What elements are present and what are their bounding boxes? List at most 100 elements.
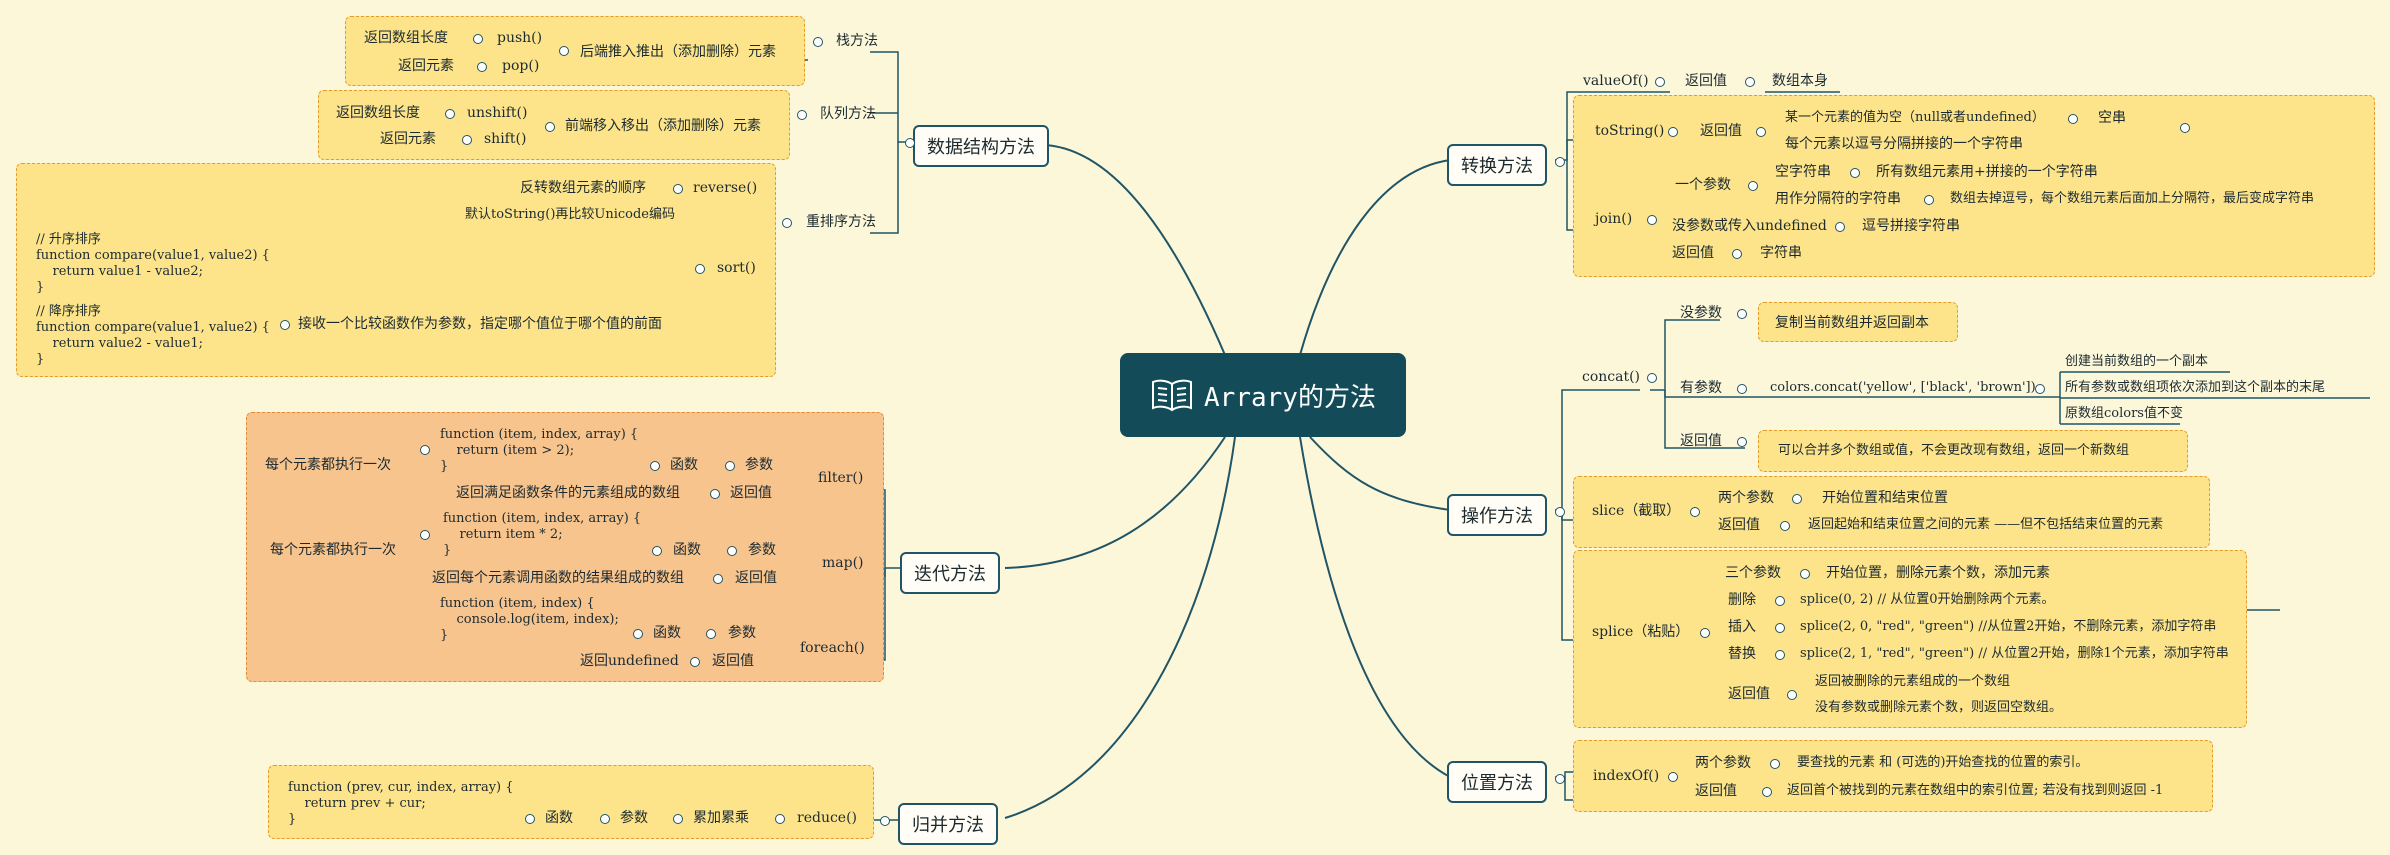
concat-no-param: 没参数 bbox=[1680, 305, 1722, 321]
branch-iteration[interactable]: 迭代方法 bbox=[900, 552, 1000, 594]
connector-dot bbox=[1770, 759, 1780, 769]
connector-dot bbox=[1737, 384, 1747, 394]
map-return-desc: 返回每个元素调用函数的结果组成的数组 bbox=[432, 570, 684, 586]
concat-note-append: 所有参数或数组项依次添加到这个副本的末尾 bbox=[2065, 380, 2326, 395]
indexof-return-label: 返回值 bbox=[1695, 783, 1737, 799]
join-one-param: 一个参数 bbox=[1675, 177, 1731, 193]
join-empty-string-desc: 所有数组元素用+拼接的一个字符串 bbox=[1876, 164, 2098, 180]
splice-return-empty: 没有参数或删除元素个数，则返回空数组。 bbox=[1815, 700, 2063, 715]
slice-group bbox=[1573, 476, 2210, 548]
root-node[interactable]: Arrary的方法 bbox=[1120, 353, 1406, 437]
splice-return-label: 返回值 bbox=[1728, 686, 1770, 702]
join-empty-string: 空字符串 bbox=[1775, 164, 1831, 180]
reduce-fn-label: 函数 bbox=[545, 810, 573, 826]
join-return-label: 返回值 bbox=[1672, 245, 1714, 261]
push-method[interactable]: push() bbox=[497, 30, 543, 46]
filter-return-desc: 返回满足函数条件的元素组成的数组 bbox=[456, 485, 680, 501]
pop-method[interactable]: pop() bbox=[502, 58, 540, 74]
connector-dot bbox=[2068, 114, 2078, 124]
join-return-value: 字符串 bbox=[1760, 245, 1802, 261]
concat-return-label: 返回值 bbox=[1680, 433, 1722, 449]
connector-dot bbox=[710, 489, 720, 499]
desc-sort-code: // 降序排序 function compare(value1, value2)… bbox=[36, 304, 270, 367]
splice-delete-code: splice(0, 2) // 从位置0开始删除两个元素。 bbox=[1800, 592, 2055, 607]
slice-method[interactable]: slice（截取） bbox=[1592, 503, 1681, 519]
foreach-fn-label: 函数 bbox=[653, 625, 681, 641]
connector-dot bbox=[1700, 628, 1710, 638]
connector-dot bbox=[1792, 494, 1802, 504]
reduce-acc-label: 累加累乘 bbox=[693, 810, 749, 826]
branch-conversion[interactable]: 转换方法 bbox=[1447, 144, 1547, 186]
concat-no-param-desc: 复制当前数组并返回副本 bbox=[1775, 315, 1929, 331]
sort-method[interactable]: sort() bbox=[717, 260, 756, 276]
branch-operation[interactable]: 操作方法 bbox=[1447, 494, 1547, 536]
connector-dot bbox=[1647, 215, 1657, 225]
slice-return-desc: 返回起始和结束位置之间的元素 ——但不包括结束位置的元素 bbox=[1808, 517, 2164, 532]
connector-dot bbox=[650, 461, 660, 471]
stack-method[interactable]: 栈方法 bbox=[836, 33, 878, 49]
connector-dot bbox=[1775, 623, 1785, 633]
connector-dot bbox=[1924, 195, 1934, 205]
unshift-method[interactable]: unshift() bbox=[467, 105, 528, 121]
filter-return-label: 返回值 bbox=[730, 485, 772, 501]
reverse-method[interactable]: reverse() bbox=[693, 180, 758, 196]
connector-dot bbox=[473, 34, 483, 44]
connector-dot bbox=[1745, 77, 1755, 87]
join-no-param-desc: 逗号拼接字符串 bbox=[1862, 218, 1960, 234]
valueof-method[interactable]: valueOf() bbox=[1583, 73, 1649, 89]
map-method[interactable]: map() bbox=[822, 555, 864, 571]
reverse-desc: 反转数组元素的顺序 bbox=[520, 180, 646, 196]
root-title: Arrary的方法 bbox=[1204, 382, 1376, 413]
sort-default: 默认toString()再比较Unicode编码 bbox=[465, 207, 675, 222]
concat-note-copy: 创建当前数组的一个副本 bbox=[2065, 354, 2209, 369]
filter-fn-label: 函数 bbox=[670, 457, 698, 473]
connector-dot bbox=[695, 264, 705, 274]
tostring-method[interactable]: toString() bbox=[1595, 123, 1665, 139]
queue-method[interactable]: 队列方法 bbox=[820, 106, 876, 122]
connector-dot bbox=[445, 109, 455, 119]
connector-dot bbox=[727, 546, 737, 556]
foreach-method[interactable]: foreach() bbox=[800, 640, 865, 656]
queue-desc: 前端移入移出（添加删除）元素 bbox=[565, 118, 761, 134]
connector-dot bbox=[1732, 249, 1742, 259]
tostring-null-case: 某一个元素的值为空（null或者undefined） bbox=[1785, 110, 2045, 125]
connector-dot bbox=[813, 37, 823, 47]
concat-return-group bbox=[1758, 430, 2188, 472]
branch-merge[interactable]: 归并方法 bbox=[898, 803, 998, 845]
reduce-method[interactable]: reduce() bbox=[797, 810, 858, 826]
connector-dot bbox=[462, 135, 472, 145]
reorder-group bbox=[16, 163, 776, 377]
connector-dot bbox=[1737, 309, 1747, 319]
valueof-return-value: 数组本身 bbox=[1772, 73, 1828, 89]
connector-dot bbox=[1775, 650, 1785, 660]
splice-replace-label: 替换 bbox=[1728, 646, 1756, 662]
push-desc: 返回数组长度 bbox=[364, 30, 448, 46]
stack-group bbox=[345, 16, 805, 86]
connector-dot bbox=[600, 814, 610, 824]
branch-position[interactable]: 位置方法 bbox=[1447, 761, 1547, 803]
connector-dot bbox=[545, 122, 555, 132]
reorder-method[interactable]: 重排序方法 bbox=[806, 214, 876, 230]
splice-method[interactable]: splice（粘贴） bbox=[1592, 624, 1690, 640]
connector-dot bbox=[673, 184, 683, 194]
join-method[interactable]: join() bbox=[1595, 211, 1633, 227]
connector-dot bbox=[652, 546, 662, 556]
map-callback-code: function (item, index, array) { return i… bbox=[443, 511, 642, 558]
filter-method[interactable]: filter() bbox=[818, 470, 864, 486]
indexof-method[interactable]: indexOf() bbox=[1593, 768, 1660, 784]
connector-dot bbox=[559, 46, 569, 56]
indexof-param-desc: 要查找的元素 和 (可选的)开始查找的位置的索引。 bbox=[1797, 755, 2089, 770]
connector-dot bbox=[782, 218, 792, 228]
foreach-return-desc: 返回undefined bbox=[580, 653, 679, 669]
slice-two-param: 两个参数 bbox=[1718, 490, 1774, 506]
connector-dot bbox=[525, 814, 535, 824]
shift-method[interactable]: shift() bbox=[484, 131, 527, 147]
splice-param-desc: 开始位置，删除元素个数，添加元素 bbox=[1826, 565, 2050, 581]
connector-dot bbox=[1748, 181, 1758, 191]
connector-dot bbox=[1655, 77, 1665, 87]
concat-method[interactable]: concat() bbox=[1582, 369, 1641, 385]
iteration-group bbox=[246, 412, 884, 682]
connector-dot bbox=[1668, 772, 1678, 782]
branch-data-structure[interactable]: 数据结构方法 bbox=[913, 125, 1049, 167]
join-separator-desc: 数组去掉逗号，每个数组元素后面加上分隔符，最后变成字符串 bbox=[1950, 191, 2315, 206]
